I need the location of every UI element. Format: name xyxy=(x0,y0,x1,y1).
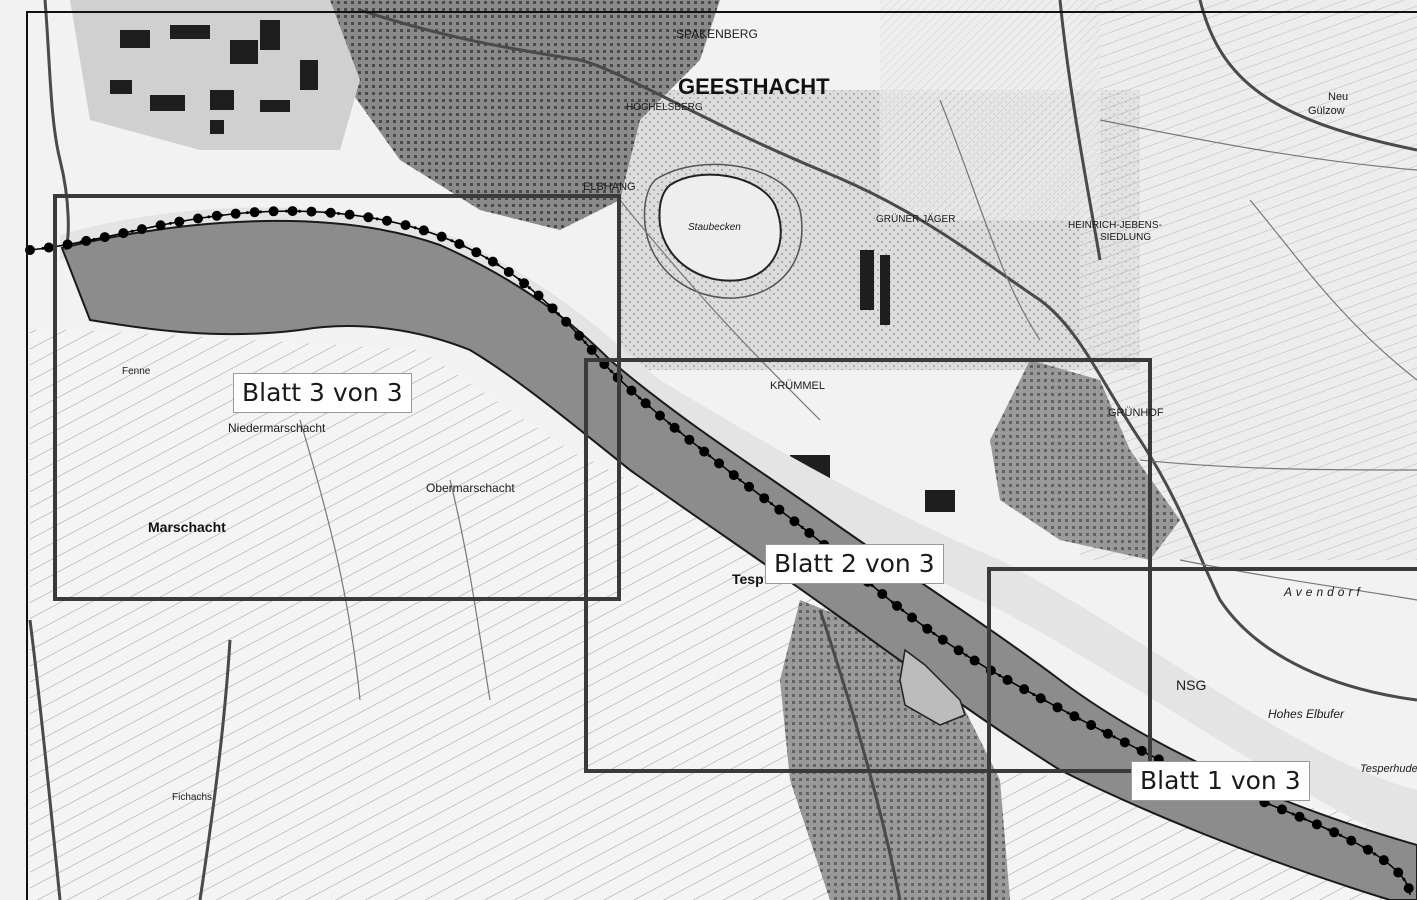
place-heinrich-jebens: HEINRICH-JEBENS- xyxy=(1068,220,1162,231)
reservoir-dike xyxy=(643,163,803,299)
district-boundary-dots xyxy=(25,206,1415,900)
place-gruenhof: GRÜNHOF xyxy=(1108,407,1164,419)
place-neu: Neu xyxy=(1328,91,1348,103)
place-tesp: Tesp xyxy=(732,571,764,587)
urban-gruenhof xyxy=(990,360,1180,560)
harbour-basin xyxy=(899,648,966,726)
roads xyxy=(28,0,1417,900)
place-niedermarschacht: Niedermarschacht xyxy=(228,421,326,435)
place-geesthacht: GEESTHACHT xyxy=(678,74,830,99)
sheet-3-label[interactable]: Blatt 3 von 3 xyxy=(233,373,412,413)
place-fenne: Fenne xyxy=(122,366,151,377)
place-nsg: NSG xyxy=(1176,677,1206,693)
place-hochelsberg: HÖCHELSBERG xyxy=(626,101,703,113)
sheet-1-frame xyxy=(987,567,1417,900)
sheet-2-frame xyxy=(584,358,1152,773)
elbe-river xyxy=(60,219,1417,900)
place-hohes-elbufer: Hohes Elbufer xyxy=(1268,707,1345,721)
urban-geesthacht xyxy=(330,0,720,230)
place-kruemmel: KRÜMMEL xyxy=(770,380,825,392)
place-fichachs: Fichachs xyxy=(172,792,212,803)
place-gulzow: Gülzow xyxy=(1308,105,1345,117)
place-staubecken: Staubecken xyxy=(688,222,741,233)
place-avendorf: Avendorf xyxy=(1283,585,1364,599)
place-marschacht: Marschacht xyxy=(148,519,226,535)
fields-northeast-2 xyxy=(880,0,1100,220)
place-obermarschacht: Obermarschacht xyxy=(426,481,515,495)
sheet-3-frame xyxy=(53,194,621,601)
map-frame xyxy=(26,11,1417,900)
sheet-1-label[interactable]: Blatt 1 von 3 xyxy=(1131,761,1310,801)
place-spakenberg: SPAKENBERG xyxy=(676,27,758,41)
place-elbhang: ELBHANG xyxy=(583,181,636,193)
place-siedlung: SIEDLUNG xyxy=(1100,232,1151,243)
staubecken-reservoir xyxy=(658,173,782,282)
marsh-fields-west xyxy=(30,330,600,900)
urban-tespe xyxy=(780,600,1010,900)
place-gruener-jaeger: GRÜNER JÄGER xyxy=(876,213,955,225)
sheet-2-label[interactable]: Blatt 2 von 3 xyxy=(765,544,944,584)
place-tesperhude: Tesperhude xyxy=(1360,763,1417,775)
